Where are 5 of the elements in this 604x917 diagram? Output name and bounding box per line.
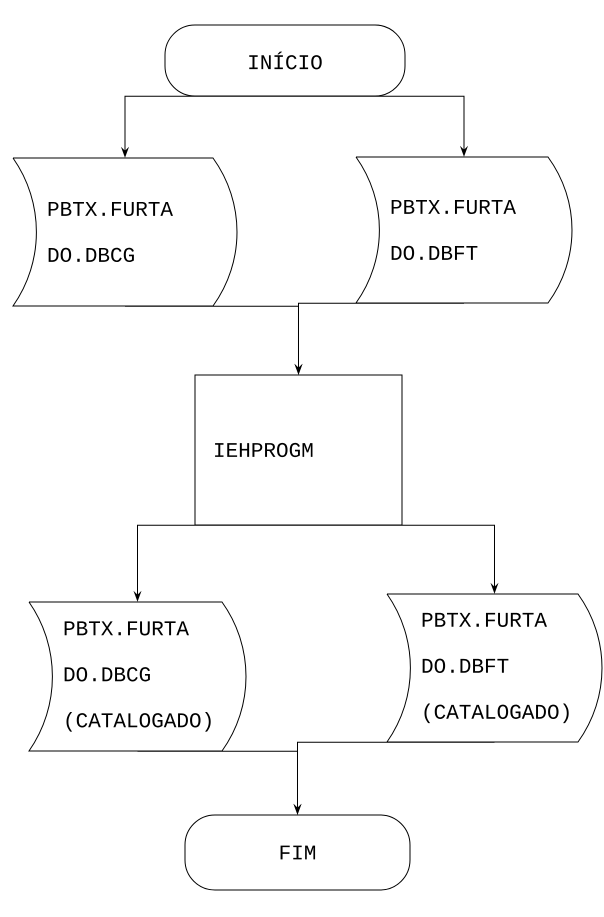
stored-data-shape: PBTX.FURTA DO.DBCG <box>12 158 238 306</box>
stored-data-shape: PBTX.FURTA DO.DBFT (CATALOGADO) <box>386 594 602 742</box>
stored-data-shape: PBTX.FURTA DO.DBCG (CATALOGADO) <box>28 602 246 752</box>
process-box: IEHPROGM <box>194 374 402 526</box>
stored-data-shape: PBTX.FURTA DO.DBFT <box>356 156 572 304</box>
